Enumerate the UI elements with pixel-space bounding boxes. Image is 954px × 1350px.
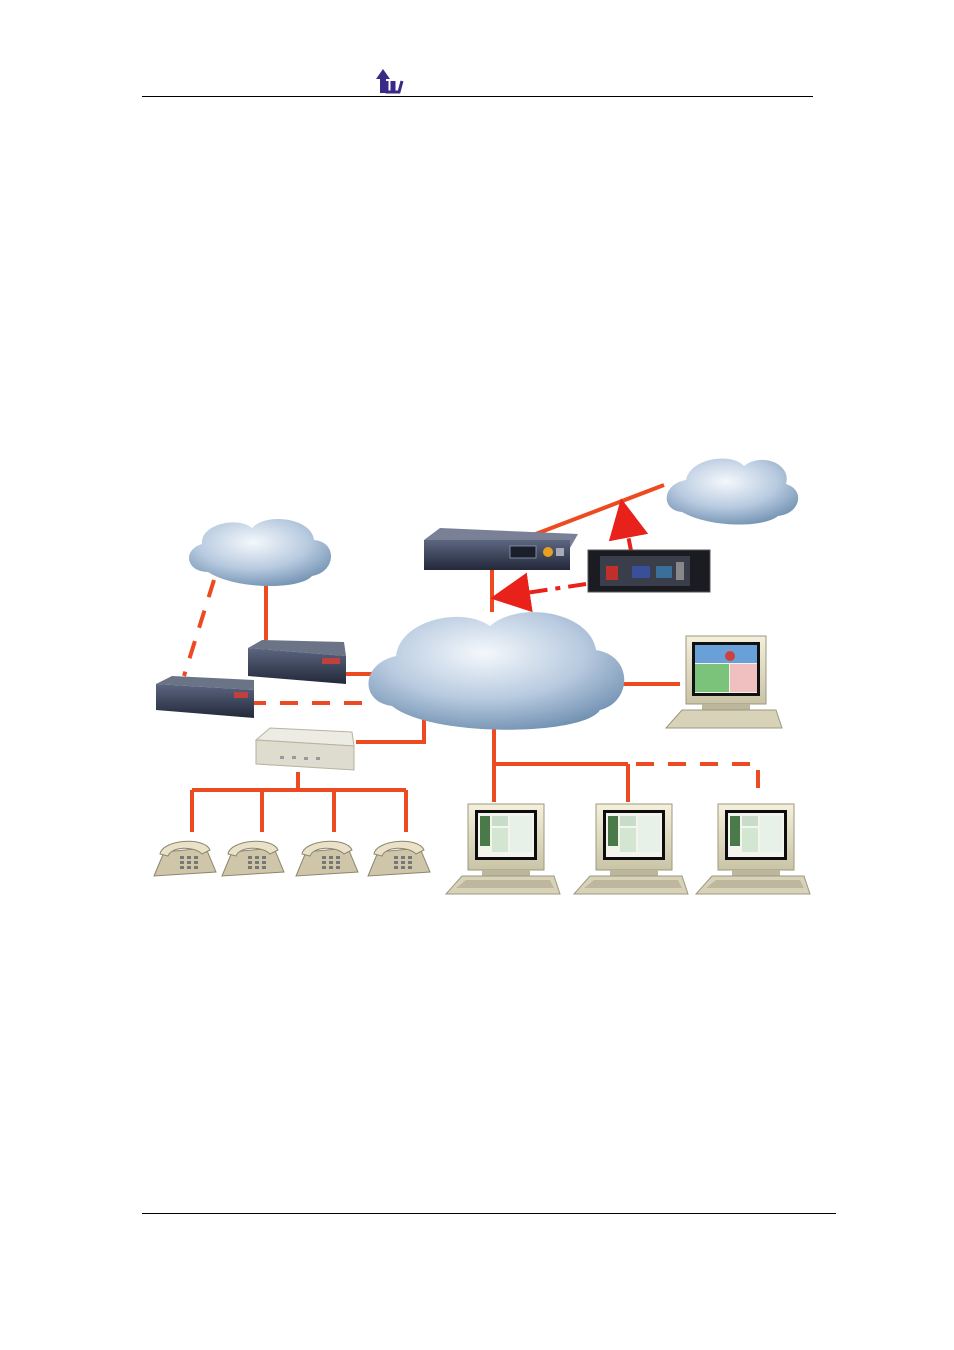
cloud-icon: [667, 458, 799, 524]
footer-rule: [142, 1213, 836, 1214]
telephone-icon: [296, 841, 358, 876]
cloud-icon: [368, 612, 624, 730]
computer-icon: [446, 804, 560, 894]
telephone-icon: [368, 841, 430, 876]
telephone-icon: [222, 841, 284, 876]
gateway-device-icon: [248, 640, 346, 684]
computer-icon: [696, 804, 810, 894]
telephone-icon: [154, 841, 216, 876]
cloud-icon: [189, 519, 331, 586]
analog-gateway-icon: [256, 728, 354, 770]
server-card-icon: [588, 550, 710, 592]
rack-server-icon: [424, 528, 578, 570]
computer-icon: [666, 636, 782, 728]
computer-icon: [574, 804, 688, 894]
gateway-device-icon: [156, 676, 254, 718]
